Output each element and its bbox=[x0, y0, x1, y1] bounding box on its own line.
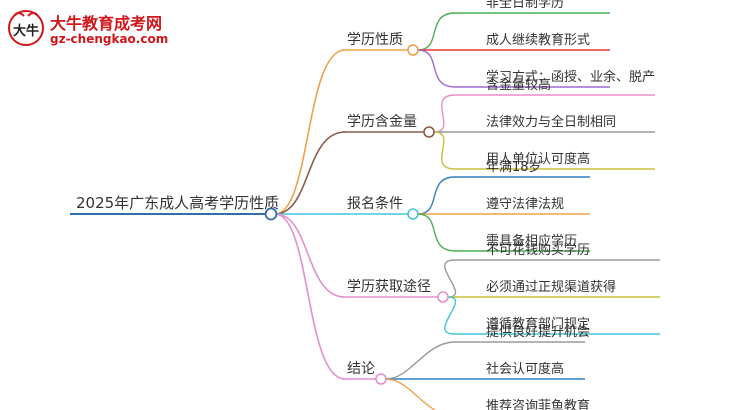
leaf-label: 含金量较高 bbox=[486, 77, 551, 93]
leaf-connector bbox=[444, 296, 457, 335]
leaf-label: 成人继续教育形式 bbox=[486, 32, 590, 48]
logo-title: 大牛教育成考网 bbox=[50, 14, 163, 33]
branch-node bbox=[437, 291, 449, 303]
leaf-label: 年满18岁 bbox=[486, 160, 542, 175]
leaf-label: 需具备相应学历 bbox=[486, 233, 577, 249]
branch-label: 结论 bbox=[347, 361, 375, 377]
branch-node bbox=[407, 208, 419, 220]
ox-mascot-icon: 大牛 bbox=[8, 10, 44, 46]
leaf-connector bbox=[417, 176, 456, 215]
leaf-label: 用人单位认可度高 bbox=[486, 151, 590, 167]
branch-label: 学历含金量 bbox=[347, 114, 417, 130]
branch-connector bbox=[274, 213, 346, 298]
leaf-connector bbox=[433, 94, 456, 133]
leaf-connector bbox=[417, 49, 456, 88]
branch-node bbox=[375, 373, 387, 385]
leaf-connector bbox=[417, 213, 456, 252]
branch-label: 报名条件 bbox=[347, 195, 403, 212]
leaf-label: 不可花钱购买学历 bbox=[486, 242, 590, 258]
leaf-label: 法律效力与全日制相同 bbox=[486, 114, 616, 130]
branch-label: 学历获取途径 bbox=[347, 278, 431, 295]
site-logo[interactable]: 大牛 大牛教育成考网 gz-chengkao.com bbox=[6, 8, 176, 52]
leaf-label: 遵循教育部门规定 bbox=[486, 316, 590, 332]
branch-connector bbox=[274, 49, 346, 215]
leaf-label: 必须通过正规渠道获得 bbox=[486, 279, 616, 295]
logo-mark-text: 大牛 bbox=[13, 23, 39, 39]
leaf-label: 非全日制学历 bbox=[486, 0, 564, 11]
leaf-connector bbox=[433, 131, 456, 170]
leaf-connector bbox=[385, 378, 437, 410]
leaf-label: 提供良好提升机会 bbox=[486, 324, 590, 340]
leaf-connector bbox=[444, 259, 457, 298]
branch-node bbox=[423, 126, 435, 138]
leaf-connector bbox=[385, 341, 456, 380]
logo-url: gz-chengkao.com bbox=[50, 32, 169, 46]
root-node bbox=[264, 207, 278, 221]
leaf-label: 推荐咨询菲鱼教育 bbox=[486, 398, 590, 410]
branch-node bbox=[407, 44, 419, 56]
branch-connector bbox=[274, 131, 346, 215]
branch-connector bbox=[274, 213, 346, 380]
branch-label: 学历性质 bbox=[347, 32, 403, 48]
leaf-label: 学习方式：函授、业余、脱产 bbox=[486, 69, 655, 85]
leaf-label: 遵守法律法规 bbox=[486, 196, 564, 212]
leaf-label: 社会认可度高 bbox=[486, 361, 564, 377]
leaf-connector bbox=[417, 12, 456, 51]
root-label: 2025年广东成人高考学历性质 bbox=[76, 194, 279, 212]
